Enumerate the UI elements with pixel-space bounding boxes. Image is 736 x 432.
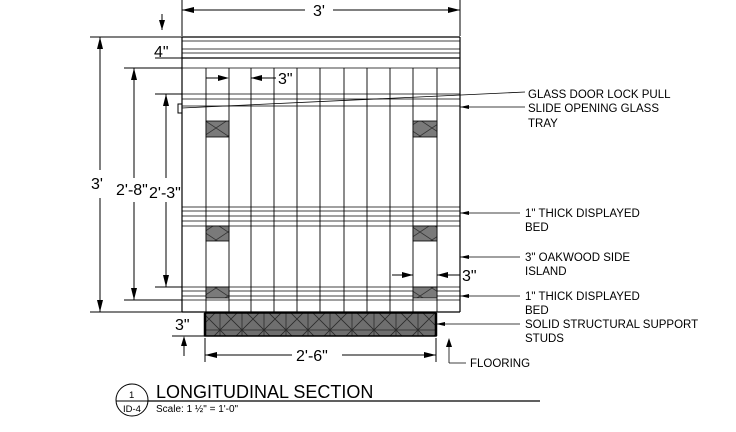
drawing-title: LONGITUDINAL SECTION <box>156 382 373 402</box>
note-displayed-bed-lower-line1: 1" THICK DISPLAYED <box>525 291 640 303</box>
top-band-label: 4" <box>154 44 169 61</box>
stud-width-dimension: 3" <box>206 71 293 88</box>
sheet-number: ID-4 <box>123 404 141 415</box>
note-displayed-bed-lower-line2: BED <box>525 305 549 317</box>
title-block: 1 ID-4 LONGITUDINAL SECTION Scale: 1 ½" … <box>115 382 540 417</box>
drawing-scale: Scale: 1 ½" = 1'-0" <box>156 404 239 415</box>
side-right-label: 3" <box>462 268 477 285</box>
note-oakwood-side-line1: 3" OAKWOOD SIDE <box>525 252 630 264</box>
note-glass-tray-line1: SLIDE OPENING GLASS <box>528 103 659 115</box>
left-dimension-arrows <box>97 37 169 312</box>
overall-width-label: 3' <box>313 3 325 20</box>
note-support-studs-line2: STUDS <box>525 333 564 345</box>
height-2-3-label: 2'-3" <box>149 185 181 202</box>
structural-support-base <box>203 312 438 337</box>
annotation-leaders <box>181 91 526 364</box>
note-glass-tray-line2: TRAY <box>528 118 558 130</box>
note-displayed-bed-upper-line2: BED <box>525 222 549 234</box>
left-dimensions <box>90 36 205 313</box>
base-dimension: 3" <box>172 317 205 356</box>
leader-arrows <box>436 105 469 347</box>
note-support-studs-line1: SOLID STRUCTURAL SUPPORT <box>525 319 698 331</box>
support-width-label: 2'-6" <box>296 348 328 365</box>
note-lock-pull: GLASS DOOR LOCK PULL <box>528 89 671 101</box>
note-oakwood-side-line2: ISLAND <box>525 266 567 278</box>
cabinet-body <box>177 36 461 313</box>
height-2-8-label: 2'-8" <box>116 182 148 199</box>
note-displayed-bed-upper-line1: 1" THICK DISPLAYED <box>525 208 640 220</box>
overall-width-dimension: 3' <box>181 0 461 36</box>
base-label: 3" <box>175 317 190 334</box>
support-width-dimension: 2'-6" <box>204 338 437 365</box>
side-right-dimension: 3" <box>392 268 477 285</box>
note-flooring: FLOORING <box>470 358 530 370</box>
stud-width-label: 3" <box>278 71 293 88</box>
annotation-notes: GLASS DOOR LOCK PULL SLIDE OPENING GLASS… <box>470 89 698 370</box>
detail-number: 1 <box>129 390 134 401</box>
overall-height-label: 3' <box>91 176 103 193</box>
